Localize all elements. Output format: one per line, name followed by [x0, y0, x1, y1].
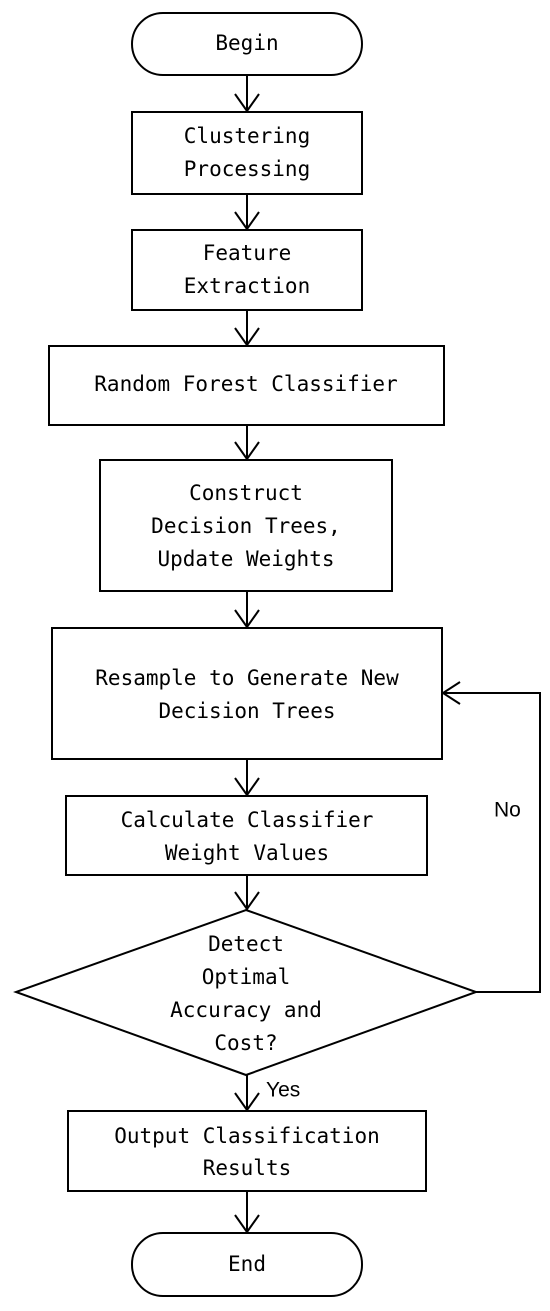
detect-label-line1: Detect [208, 932, 284, 956]
clustering-processing-node: Clustering Processing [131, 111, 363, 195]
feature-extraction-label-line2: Extraction [184, 274, 310, 298]
construct-label-line2: Decision Trees, [151, 514, 341, 538]
arrow-resample-to-calculate [234, 759, 260, 797]
calculate-weights-node: Calculate Classifier Weight Values [65, 795, 428, 876]
feature-extraction-label-line1: Feature [203, 241, 292, 265]
random-forest-classifier-node: Random Forest Classifier [48, 345, 445, 426]
detect-label-line3: Accuracy and [170, 998, 322, 1022]
arrow-random-forest-to-construct [234, 425, 260, 461]
end-node: End [131, 1232, 363, 1297]
construct-label-line3: Update Weights [157, 547, 334, 571]
end-label: End [228, 1252, 266, 1276]
output-label-line2: Results [203, 1156, 292, 1180]
output-results-node: Output Classification Results [67, 1110, 427, 1192]
arrow-construct-to-resample [234, 591, 260, 629]
yes-label: Yes [266, 1079, 300, 1102]
arrow-feature-to-random-forest [234, 310, 260, 347]
arrow-output-to-end [234, 1191, 260, 1234]
construct-label-line1: Construct [189, 481, 303, 505]
calculate-label-line1: Calculate Classifier [121, 808, 374, 832]
detect-label-line4: Cost? [214, 1031, 277, 1055]
arrow-begin-to-clustering [234, 75, 260, 113]
resample-label-line2: Decision Trees [158, 699, 335, 723]
begin-node: Begin [131, 12, 363, 76]
arrow-clustering-to-feature [234, 194, 260, 231]
begin-label: Begin [215, 31, 278, 55]
construct-decision-trees-node: Construct Decision Trees, Update Weights [99, 459, 393, 592]
no-label: No [494, 799, 521, 822]
random-forest-classifier-label: Random Forest Classifier [94, 372, 397, 396]
detect-label-line2: Optimal [202, 965, 291, 989]
arrow-detect-to-resample-no [441, 681, 541, 993]
clustering-processing-label-line2: Processing [184, 157, 310, 181]
resample-node: Resample to Generate New Decision Trees [51, 627, 443, 760]
calculate-label-line2: Weight Values [165, 841, 329, 865]
output-label-line1: Output Classification [114, 1124, 380, 1148]
detect-decision-node: Detect Optimal Accuracy and Cost? [13, 908, 479, 1077]
arrow-calculate-to-detect [234, 875, 260, 911]
resample-label-line1: Resample to Generate New [95, 666, 399, 690]
clustering-processing-label-line1: Clustering [184, 124, 310, 148]
feature-extraction-node: Feature Extraction [131, 229, 363, 311]
arrow-detect-to-output-yes [234, 1075, 260, 1112]
